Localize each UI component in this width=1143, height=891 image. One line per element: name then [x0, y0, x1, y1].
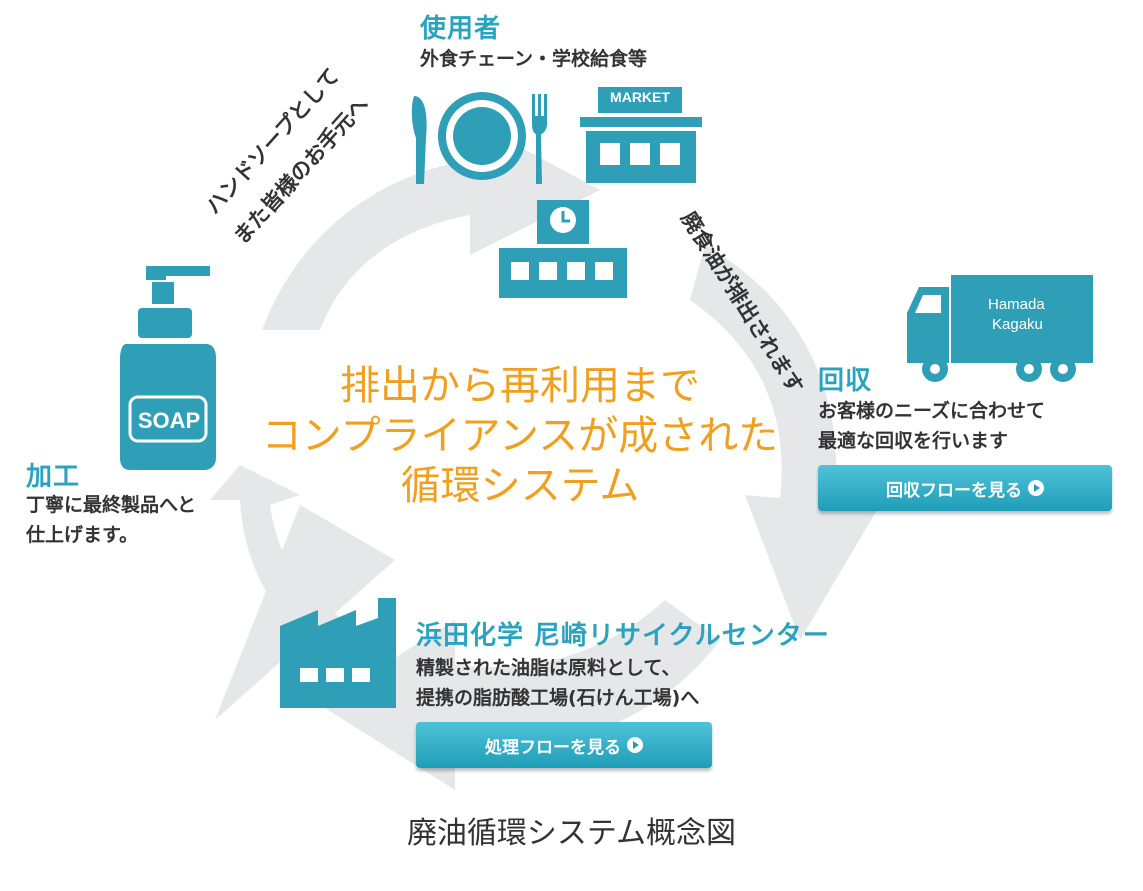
play-icon: [1028, 480, 1044, 496]
center-text-line3: 循環システム: [400, 463, 640, 509]
user-heading: 使用者: [420, 14, 502, 44]
collection-heading: 回収: [818, 366, 873, 396]
processing-desc-line2: 仕上げます。: [26, 524, 139, 546]
processing-flow-button-label: 処理フローを見る: [485, 737, 621, 758]
center-text-line1: 排出から再利用まで: [340, 363, 700, 409]
soap-label: SOAP: [137, 408, 201, 433]
processing-heading: 加工: [26, 462, 81, 492]
recycle-center-desc-line1: 精製された油脂は原料として、: [416, 657, 681, 679]
figure-caption: 廃油循環システム概念図: [406, 816, 737, 851]
plate-icon: [411, 92, 547, 184]
cycle-arrow-right: [690, 245, 880, 640]
truck-logo-line2: Kagaku: [992, 316, 1043, 333]
collection-flow-button-label: 回収フローを見る: [886, 480, 1022, 501]
market-sign-label: MARKET: [610, 89, 670, 105]
processing-desc-line1: 丁寧に最終製品へと: [26, 494, 197, 516]
truck-icon: [907, 275, 1093, 382]
factory-icon: [280, 598, 396, 708]
cycle-arrow-top: [262, 120, 600, 330]
collection-flow-button[interactable]: 回収フローを見る: [818, 465, 1112, 511]
play-icon: [627, 737, 643, 753]
truck-logo-line1: Hamada: [988, 296, 1045, 313]
collection-desc-line1: お客様のニーズに合わせて: [818, 400, 1046, 422]
soap-bottle-icon: [120, 266, 216, 470]
user-desc: 外食チェーン・学校給食等: [420, 48, 648, 70]
processing-flow-button[interactable]: 処理フローを見る: [416, 722, 712, 768]
knife-icon: [411, 96, 427, 184]
center-text-line2: コンプライアンスが成された: [261, 413, 779, 459]
school-icon: [499, 200, 627, 298]
fork-icon: [532, 94, 547, 184]
recycle-center-desc-line2: 提携の脂肪酸工場(石けん工場)へ: [416, 687, 700, 709]
market-icon: [580, 87, 702, 183]
recycle-center-heading: 浜田化学 尼崎リサイクルセンター: [416, 621, 830, 651]
collection-desc-line2: 最適な回収を行います: [818, 430, 1009, 452]
